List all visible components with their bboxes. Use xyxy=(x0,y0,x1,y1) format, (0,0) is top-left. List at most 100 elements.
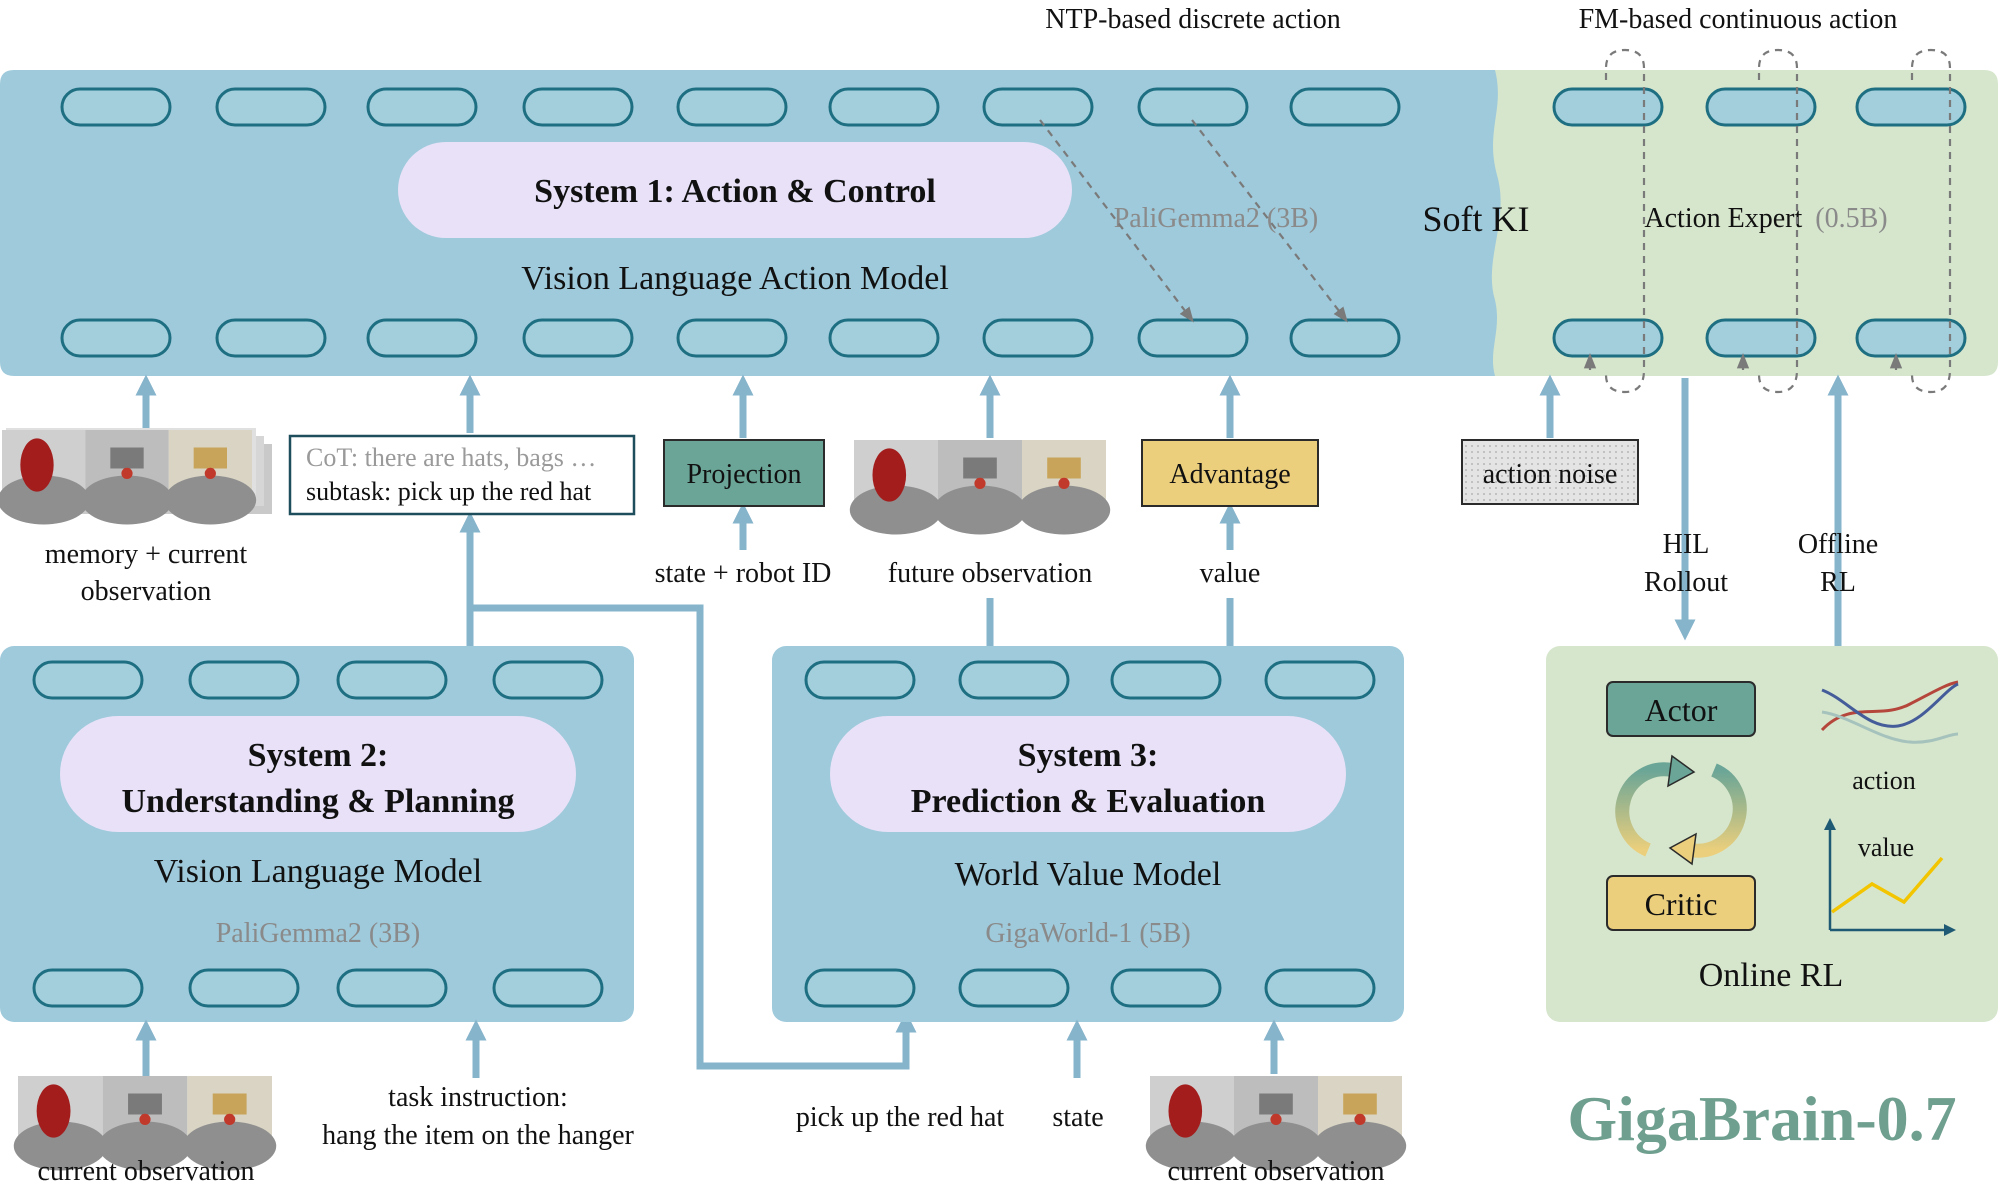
s1-bottom-token-4 xyxy=(522,318,634,358)
s3-top-token-1 xyxy=(804,660,916,700)
system2-title-pill xyxy=(60,716,576,832)
cot-box xyxy=(288,434,636,516)
s3-top-token-3 xyxy=(1110,660,1222,700)
action-expert-label: Action Expert (0.5B) xyxy=(1644,203,1887,234)
ntp-dashed-arrow-2 xyxy=(1191,119,1348,323)
memory-label-line2: observation xyxy=(81,576,212,607)
value-chart-label: value xyxy=(1858,833,1914,862)
system3-title-pill xyxy=(830,716,1346,832)
s3-bottom-token-2 xyxy=(958,968,1070,1008)
system3-backbone: GigaWorld-1 (5B) xyxy=(985,918,1190,949)
action-expert-size: (0.5B) xyxy=(1815,203,1887,234)
action-noise-box xyxy=(1461,439,1639,505)
hil-label-line1: HIL xyxy=(1663,529,1710,560)
actor-box xyxy=(1606,681,1756,737)
fm-dashed-loops xyxy=(1583,48,1952,394)
s1-top-token-8 xyxy=(1137,87,1249,127)
current-observation-label-left: current observation xyxy=(38,1156,255,1187)
task-instruction-line2: hang the item on the hanger xyxy=(322,1120,634,1151)
system2-model-name: Vision Language Model xyxy=(154,853,482,890)
system2-bottom-tokens xyxy=(32,968,604,1008)
system2-panel xyxy=(0,646,634,1022)
task-instruction-line1: task instruction: xyxy=(388,1082,568,1113)
s1-bottom-token-11 xyxy=(1705,318,1817,358)
actor-critic-cycle-icon xyxy=(1615,754,1747,866)
offline-label-line1: Offline xyxy=(1798,529,1878,560)
current-observation-frames-right xyxy=(1145,1076,1407,1171)
s1-top-token-3 xyxy=(366,87,478,127)
system1-title: System 1: Action & Control xyxy=(534,173,936,210)
fm-label: FM-based continuous action xyxy=(1579,4,1898,35)
ntp-dashed-arrow-1 xyxy=(1039,119,1194,323)
brand-logo: GigaBrain-0.7 xyxy=(1567,1083,1956,1154)
subtask-text: subtask: pick up the red hat xyxy=(306,477,592,506)
system3-title-line2: Prediction & Evaluation xyxy=(911,783,1266,820)
ntp-label: NTP-based discrete action xyxy=(1045,4,1340,35)
hil-label-line2: Rollout xyxy=(1644,567,1728,598)
value-label: value xyxy=(1200,558,1261,589)
advantage-box xyxy=(1141,439,1319,507)
current-left-frame-1 xyxy=(13,1076,107,1171)
action-noise-label: action noise xyxy=(1483,459,1618,490)
s1-bottom-token-12 xyxy=(1855,318,1967,358)
s1-top-token-7 xyxy=(982,87,1094,127)
current-observation-frames-left xyxy=(13,1076,277,1171)
fm-loop-3 xyxy=(1910,48,1952,394)
state-label: state xyxy=(1052,1102,1103,1133)
s1-top-token-1 xyxy=(60,87,172,127)
system3-title-line1: System 3: xyxy=(1018,737,1159,774)
system3-bottom-tokens xyxy=(804,968,1376,1008)
memory-frame-3 xyxy=(164,430,257,525)
memory-label-line1: memory + current xyxy=(45,539,248,570)
s1-top-token-10 xyxy=(1552,87,1664,127)
pick-red-hat-label: pick up the red hat xyxy=(796,1102,1005,1133)
s3-top-token-2 xyxy=(958,660,1070,700)
s1-top-token-11 xyxy=(1705,87,1817,127)
s1-bottom-token-3 xyxy=(366,318,478,358)
system1-model-name: Vision Language Action Model xyxy=(521,260,949,297)
soft-ki-label: Soft KI xyxy=(1423,199,1530,239)
s2-top-token-2 xyxy=(188,660,300,700)
current-right-frame-3 xyxy=(1313,1076,1407,1171)
system1-top-tokens xyxy=(60,87,1967,127)
current-right-frame-2 xyxy=(1229,1076,1323,1171)
system2-backbone: PaliGemma2 (3B) xyxy=(216,918,421,949)
s1-bottom-token-1 xyxy=(60,318,172,358)
current-right-frame-1 xyxy=(1145,1076,1239,1171)
system1-title-pill xyxy=(398,142,1072,238)
s1-bottom-token-9 xyxy=(1289,318,1401,358)
s2-bottom-token-2 xyxy=(188,968,300,1008)
s2-bottom-token-1 xyxy=(32,968,144,1008)
projection-box xyxy=(663,439,825,507)
online-rl-title: Online RL xyxy=(1699,957,1843,994)
system1-bottom-tokens xyxy=(60,318,1967,358)
s1-bottom-token-5 xyxy=(676,318,788,358)
s3-bottom-token-1 xyxy=(804,968,916,1008)
system3-top-tokens xyxy=(804,660,1376,700)
system3-panel xyxy=(772,646,1404,1022)
projection-label: Projection xyxy=(686,459,801,490)
s3-bottom-token-4 xyxy=(1264,968,1376,1008)
critic-box xyxy=(1606,875,1756,931)
system3-model-name: World Value Model xyxy=(955,856,1222,893)
system1-green-region xyxy=(1480,70,1998,376)
system1-input-arrows xyxy=(135,374,1849,1070)
s1-bottom-token-10 xyxy=(1552,318,1664,358)
future-frame-2 xyxy=(933,440,1027,535)
future-observation-frames xyxy=(849,440,1111,535)
fm-loop-2 xyxy=(1757,48,1799,394)
advantage-label: Advantage xyxy=(1169,459,1290,490)
future-observation-label: future observation xyxy=(888,558,1093,589)
actor-label: Actor xyxy=(1645,692,1718,728)
s1-top-token-2 xyxy=(215,87,327,127)
action-curves-icon xyxy=(1820,680,1959,744)
fm-loop-1 xyxy=(1604,48,1646,394)
arrow-subtask-to-sys3 xyxy=(470,604,917,1070)
current-left-frame-2 xyxy=(98,1076,192,1171)
s1-top-token-6 xyxy=(828,87,940,127)
system2-title-line2: Understanding & Planning xyxy=(122,783,515,820)
s2-bottom-token-3 xyxy=(336,968,448,1008)
system2-top-tokens xyxy=(32,660,604,700)
s3-top-token-4 xyxy=(1264,660,1376,700)
future-frame-3 xyxy=(1017,440,1111,535)
